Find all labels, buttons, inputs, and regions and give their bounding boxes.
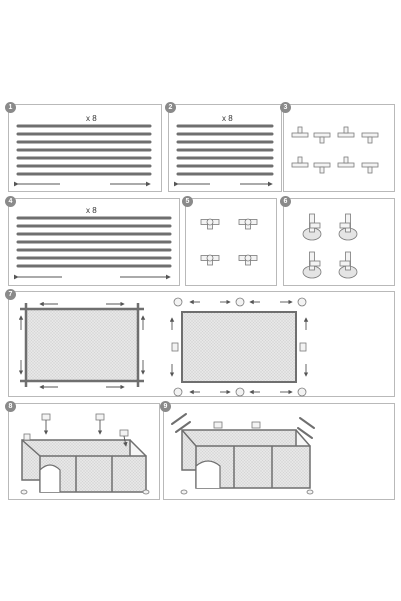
- step-9-badge: 9: [160, 401, 171, 412]
- step-6-panel: [283, 198, 395, 286]
- step-2-panel: [168, 104, 282, 192]
- step-7-right-frame: [169, 297, 309, 397]
- step-9-playpen: [171, 413, 315, 495]
- step-2-quantity: x 8: [222, 114, 233, 123]
- step-5-connectors: [200, 218, 258, 266]
- step-1-panel: [8, 104, 162, 192]
- step-1-quantity: x 8: [86, 114, 97, 123]
- step-1-badge: 1: [5, 102, 16, 113]
- step-4-badge: 4: [5, 196, 16, 207]
- step-2-badge: 2: [165, 102, 176, 113]
- step-5-badge: 5: [182, 196, 193, 207]
- step-5-panel: [185, 198, 277, 286]
- step-4-quantity: x 8: [86, 206, 97, 215]
- step-6-suction-cups: [302, 213, 358, 279]
- step-8-badge: 8: [5, 401, 16, 412]
- step-3-panel: [283, 104, 395, 192]
- step-7-badge: 7: [5, 289, 16, 300]
- step-6-badge: 6: [280, 196, 291, 207]
- step-3-connectors: [291, 126, 379, 174]
- step-8-playpen: [20, 413, 150, 495]
- step-1-tubes: [16, 124, 152, 176]
- step-7-left-frame: [18, 301, 146, 390]
- step-4-tubes: [16, 216, 172, 268]
- step-3-badge: 3: [280, 102, 291, 113]
- step-2-tubes: [176, 124, 274, 176]
